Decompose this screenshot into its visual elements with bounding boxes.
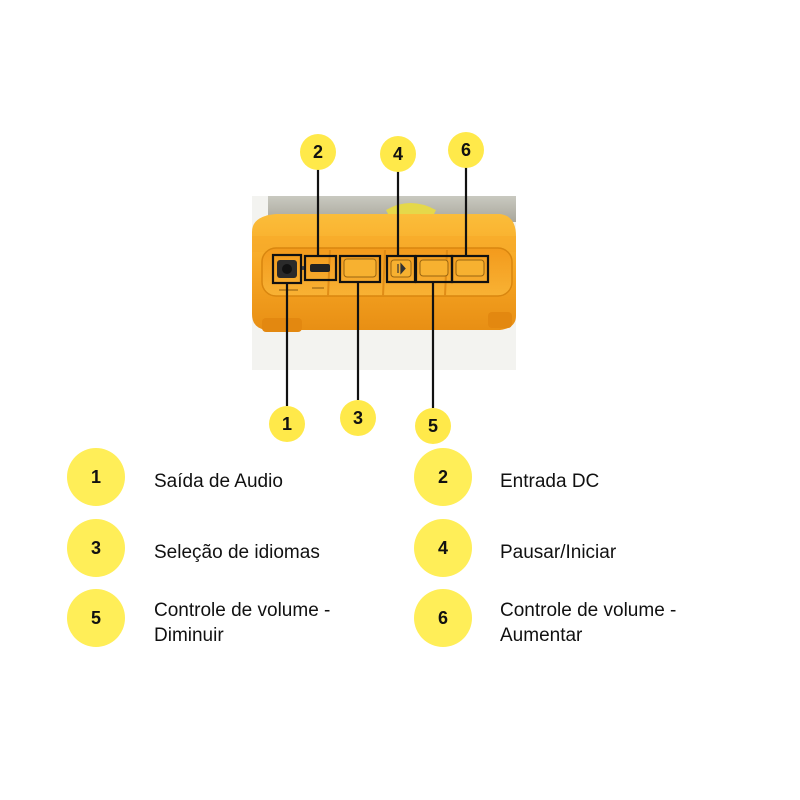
legend-label-5-line-2: Diminuir xyxy=(154,625,224,646)
legend-label-3: Seleção de idiomas xyxy=(154,542,320,563)
legend-marker-1: 1 xyxy=(67,448,125,506)
device-foot-left xyxy=(262,318,302,332)
legend-label-2: Entrada DC xyxy=(500,471,600,492)
legend-label-6: Controle de volume - Aumentar xyxy=(500,598,676,648)
device-foot-right xyxy=(488,312,512,328)
legend-label-4: Pausar/Iniciar xyxy=(500,542,617,563)
volume-down-button xyxy=(419,259,449,277)
play-pause-glyph xyxy=(397,262,406,275)
callout-marker-2: 2 xyxy=(300,134,336,170)
highlight-volume-up xyxy=(450,254,490,284)
legend-marker-6: 6 xyxy=(414,589,472,647)
legend-label-6-line-1: Controle de volume - xyxy=(500,600,677,621)
callout-marker-1: 1 xyxy=(269,406,305,442)
legend-label-6-line-2: Aumentar xyxy=(500,625,583,646)
legend-marker-5: 5 xyxy=(67,589,125,647)
callout-marker-3: 3 xyxy=(340,400,376,436)
volume-up-button xyxy=(455,259,485,277)
callout-marker-6: 6 xyxy=(448,132,484,168)
callout-marker-5: 5 xyxy=(415,408,451,444)
legend-marker-3: 3 xyxy=(67,519,125,577)
highlight-dc-in xyxy=(303,254,338,282)
callout-marker-4: 4 xyxy=(380,136,416,172)
legend-marker-2: 2 xyxy=(414,448,472,506)
dc-port xyxy=(310,264,330,272)
legend-label-5-line-1: Controle de volume - xyxy=(154,600,331,621)
port-label-mark xyxy=(279,287,324,291)
legend-label-5: Controle de volume - Diminuir xyxy=(154,598,330,648)
legend-marker-4: 4 xyxy=(414,519,472,577)
panel-groove xyxy=(382,249,386,297)
legend-label-1: Saída de Audio xyxy=(154,471,283,492)
panel-groove xyxy=(327,249,331,297)
audio-jack xyxy=(282,264,292,274)
language-button xyxy=(343,258,377,278)
highlight-language xyxy=(338,254,382,284)
